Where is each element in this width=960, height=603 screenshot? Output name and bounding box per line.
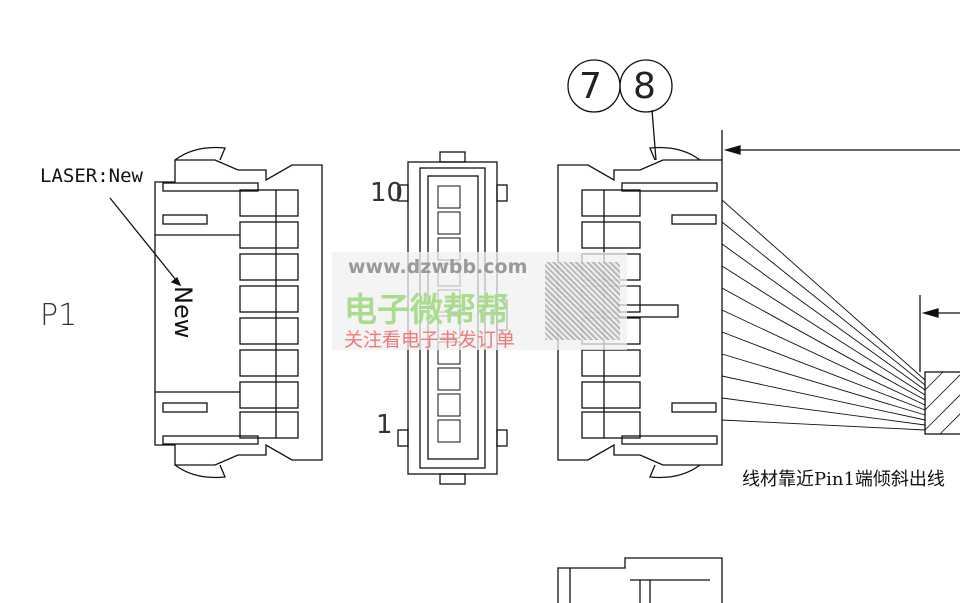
pin-10-label: 10 (370, 178, 404, 208)
laser-label: LASER:New (40, 165, 143, 187)
watermark-slogan: 关注看电子书发订单 (344, 329, 516, 351)
wire-bundle (721, 199, 926, 431)
callout-7: 7 (579, 66, 602, 107)
watermark-brand: 电子微帮帮 (344, 290, 509, 329)
bottom-connector-partial (557, 557, 723, 603)
left-connector-side-view (109, 146, 323, 479)
callout-8: 8 (633, 66, 656, 107)
qr-code-icon (545, 262, 620, 340)
new-mark: New (169, 286, 197, 339)
wire-note: 线材靠近Pin1端倾斜出线 (742, 469, 945, 490)
dimension-lines (721, 130, 960, 372)
right-connector-side-view (557, 59, 723, 479)
pin-1-label: 1 (376, 410, 393, 440)
watermark-url: www.dzwbb.com (348, 256, 528, 278)
p1-label: P1 (40, 298, 78, 333)
hatched-sleeve (924, 371, 960, 435)
